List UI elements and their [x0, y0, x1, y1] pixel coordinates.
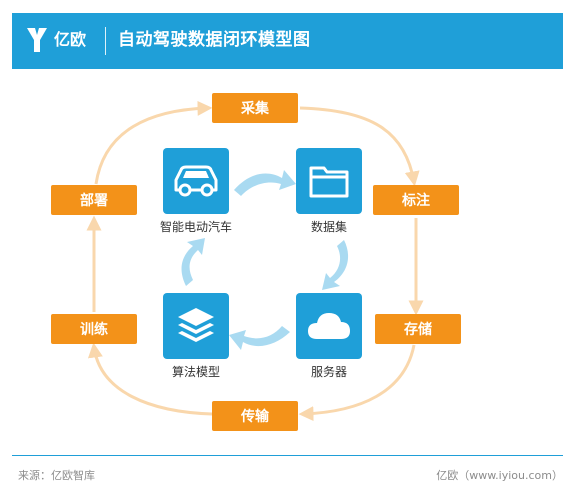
brand-name: 亿欧	[54, 30, 87, 49]
step-train: 训练	[51, 314, 137, 344]
credit-note: 亿欧（www.iyiou.com）	[436, 469, 563, 482]
step-deploy: 部署	[51, 185, 137, 215]
car-icon	[174, 165, 218, 197]
step-annotate: 标注	[373, 185, 459, 215]
node-dataset	[296, 148, 362, 214]
node-label-dataset: 数据集	[310, 220, 347, 234]
page-title: 自动驾驶数据闭环模型图	[118, 30, 311, 50]
node-ev	[163, 148, 229, 214]
yiou-logo-icon	[27, 28, 47, 52]
header-bar: 亿欧 自动驾驶数据闭环模型图	[12, 13, 563, 69]
node-label-ev: 智能电动汽车	[159, 220, 232, 234]
node-server	[296, 293, 362, 359]
step-collect: 采集	[212, 93, 298, 123]
header-divider	[105, 27, 106, 55]
step-transfer: 传输	[212, 401, 298, 431]
step-store: 存储	[375, 314, 461, 344]
source-note: 来源：亿欧智库	[18, 469, 95, 482]
folder-icon	[309, 166, 349, 198]
node-label-model: 算法模型	[171, 365, 220, 379]
node-label-server: 服务器	[310, 365, 347, 379]
layers-icon	[178, 308, 214, 342]
cloud-icon	[308, 313, 350, 339]
node-model	[163, 293, 229, 359]
footer-divider	[12, 455, 563, 456]
